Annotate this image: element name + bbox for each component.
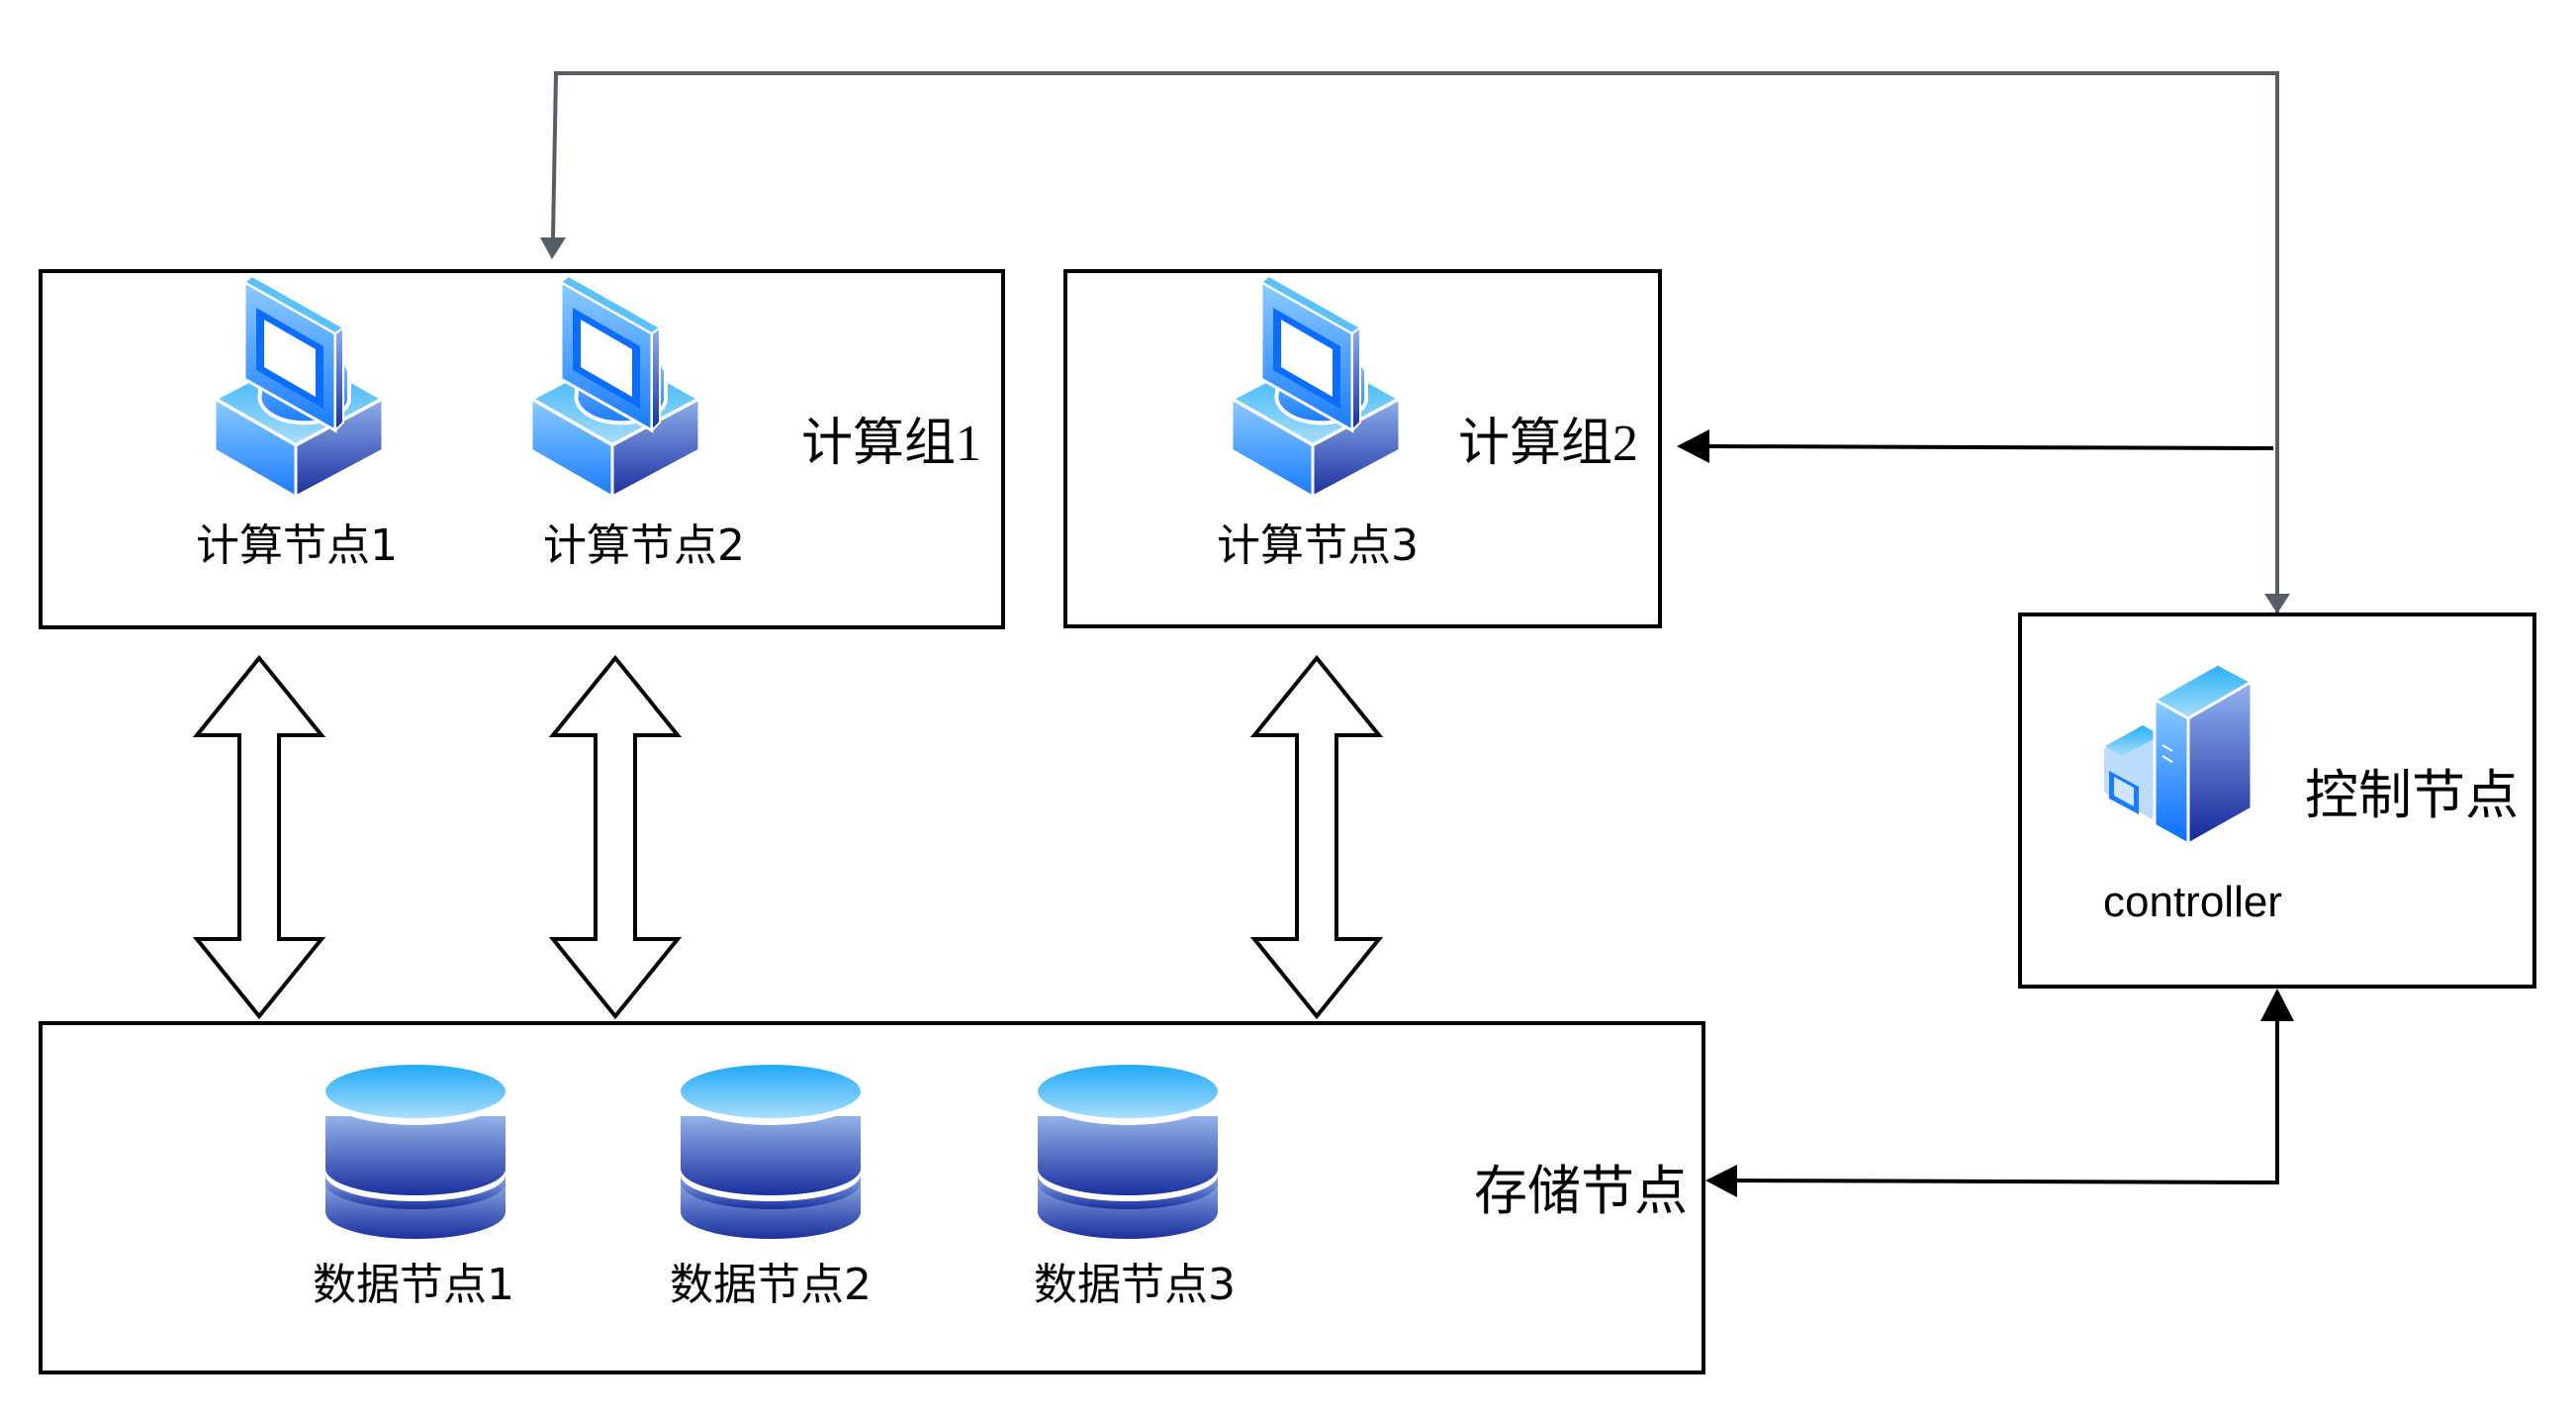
compute-group-1-title-num: 1 — [956, 416, 982, 472]
double-arrow-3 — [1249, 654, 1384, 1020]
connector-to-controller-arrow — [2264, 594, 2290, 614]
data-node-3-label: 数据节点3 — [1034, 1260, 1236, 1310]
compute-group-2-title-text: 计算组 — [1458, 414, 1613, 473]
data-node-1-label: 数据节点1 — [313, 1260, 514, 1310]
controller-storage-connector — [1705, 989, 2294, 1197]
compute-group-1-title: 计算组1 — [801, 418, 981, 470]
data-node-2-label: 数据节点2 — [670, 1260, 872, 1310]
compute-node-2-label: 计算节点2 — [543, 520, 745, 571]
double-arrows — [192, 654, 1384, 1020]
compute-node-1-label: 计算节点1 — [196, 520, 398, 571]
compute-group-2-title-num: 2 — [1612, 416, 1639, 472]
controller-to-group2-connector — [1677, 429, 2274, 463]
double-arrow-1 — [192, 654, 326, 1020]
compute-group-1-box[interactable] — [39, 269, 1005, 629]
arrowhead-down-icon — [2264, 594, 2290, 614]
double-arrow-2 — [548, 654, 683, 1020]
arrowhead-down-icon — [540, 237, 566, 259]
compute-group-2-title: 计算组2 — [1458, 418, 1638, 470]
controller-box[interactable] — [2018, 613, 2536, 989]
compute-group-1-title-text: 计算组 — [801, 414, 957, 473]
controller-to-group1-connector — [540, 71, 2279, 614]
arrowhead-left-icon — [1677, 429, 1709, 463]
storage-title: 存储节点 — [1474, 1160, 1688, 1222]
storage-box[interactable] — [39, 1021, 1705, 1374]
controller-title: 控制节点 — [2305, 764, 2519, 826]
arrowhead-left-icon — [1705, 1165, 1737, 1197]
compute-node-3-label: 计算节点3 — [1217, 520, 1419, 571]
arrowhead-up-icon — [2260, 989, 2294, 1021]
controller-subtitle: controller — [2103, 878, 2282, 926]
compute-group-2-box[interactable] — [1063, 269, 1662, 628]
